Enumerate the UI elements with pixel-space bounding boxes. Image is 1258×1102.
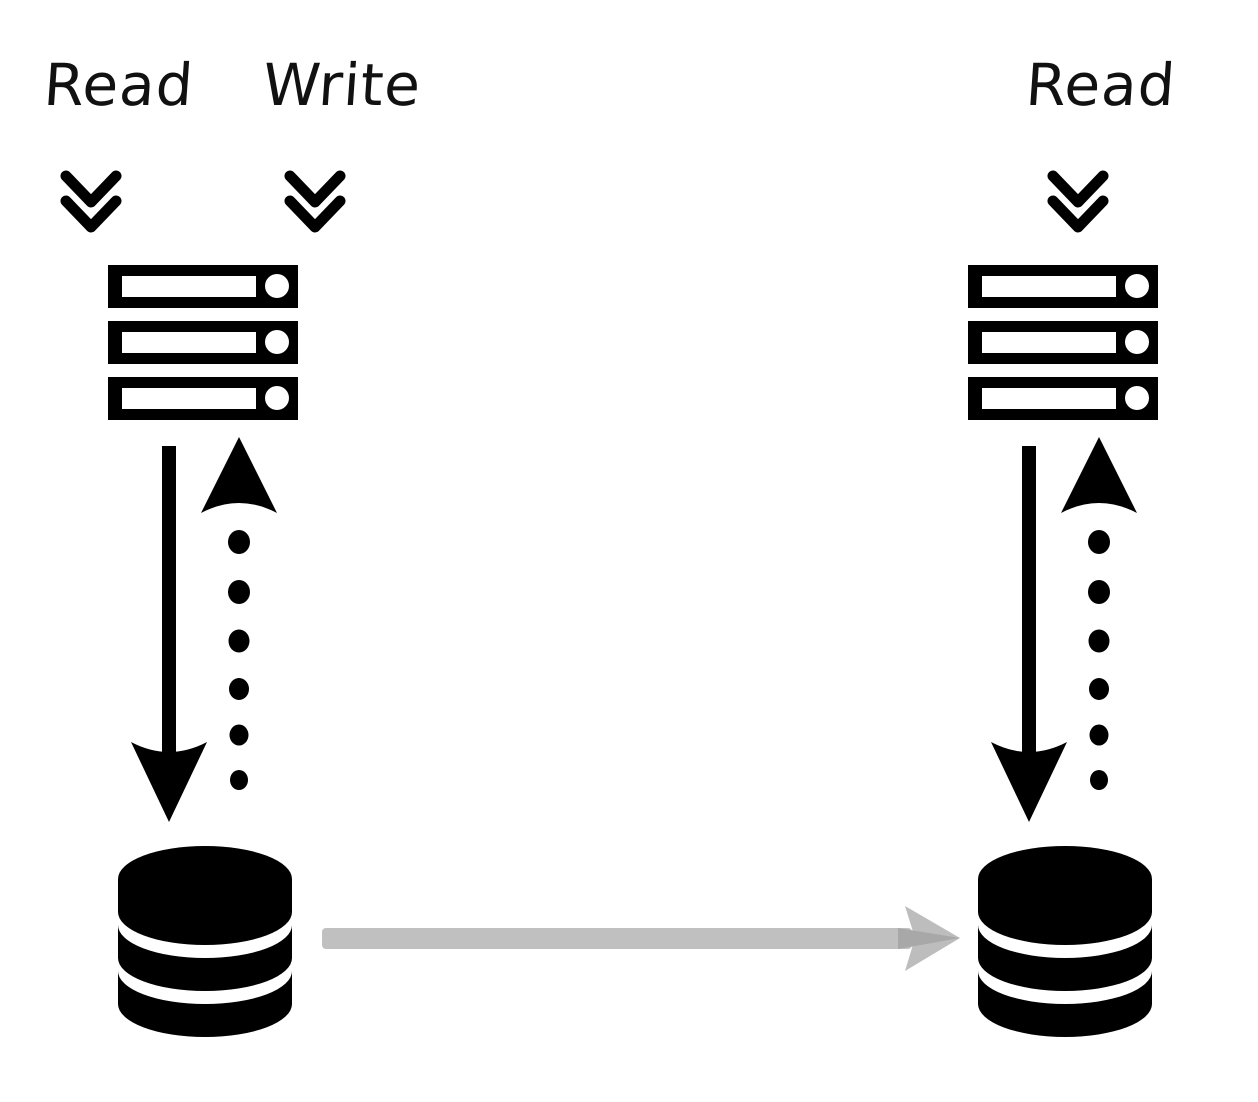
arrow-down-solid-icon-primary [131, 446, 207, 822]
chevron-double-down-icon-read-right [1047, 170, 1109, 233]
arrow-right-replication-icon [322, 906, 960, 971]
arrow-down-solid-icon-replica [991, 446, 1067, 822]
database-cylinder-icon-primary [118, 846, 292, 1037]
database-cylinder-icon-replica [978, 846, 1152, 1037]
chevron-double-down-icon-read-left [60, 170, 122, 233]
server-rack-icon-primary [108, 265, 298, 420]
chevron-double-down-icon-write [284, 170, 346, 233]
arrow-up-dotted-icon-replica [1061, 437, 1137, 790]
server-rack-icon-replica [968, 265, 1158, 420]
arrow-up-dotted-icon-primary [201, 437, 277, 790]
